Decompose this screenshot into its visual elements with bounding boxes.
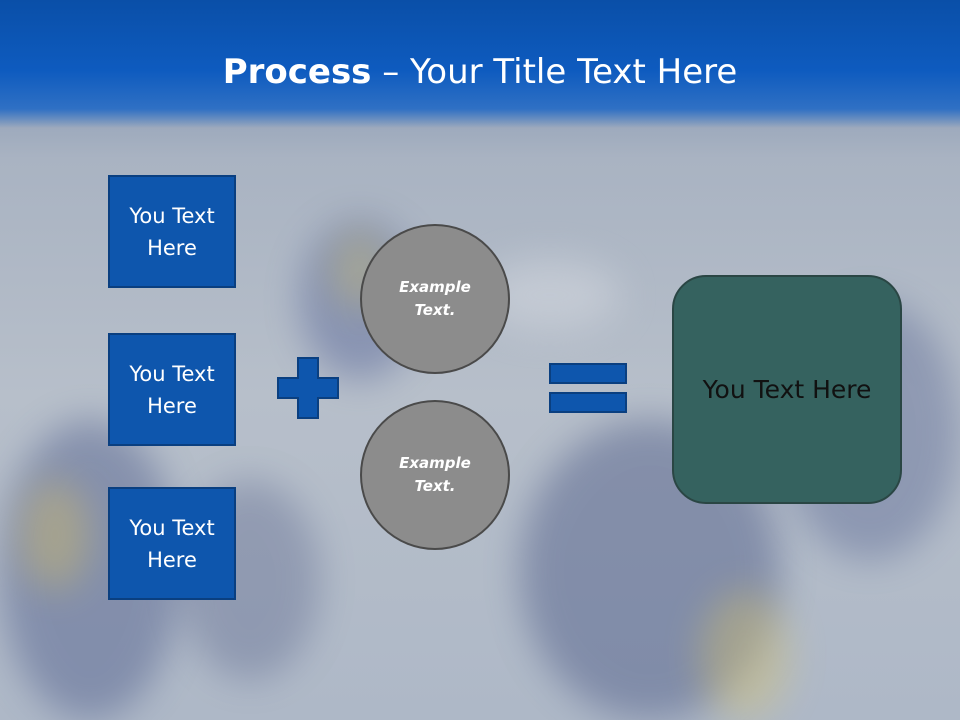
circle-line: Example [399,278,471,296]
plus-icon [277,357,339,419]
circle-line: Text. [414,477,456,495]
title-bar [0,0,960,128]
result-label: You Text Here [702,375,872,404]
circle-line: Example [399,454,471,472]
text-box-line: You Text [129,361,215,386]
result-box: You Text Here [672,275,902,504]
text-box-line: Here [147,547,197,572]
equals-icon-bottom-bar [549,392,627,413]
equals-icon-top-bar [549,363,627,384]
text-box-line: You Text [129,203,215,228]
text-box-line: Here [147,235,197,260]
photo-blur-shape [20,480,90,590]
text-box-line: You Text [129,515,215,540]
slide-title-rest: – Your Title Text Here [371,52,738,92]
photo-blur-shape [700,590,790,720]
text-box-line: Here [147,393,197,418]
slide-title: Process – Your Title Text Here [0,52,960,92]
slide-title-bold: Process [222,52,372,92]
circle-line: Text. [414,301,456,319]
